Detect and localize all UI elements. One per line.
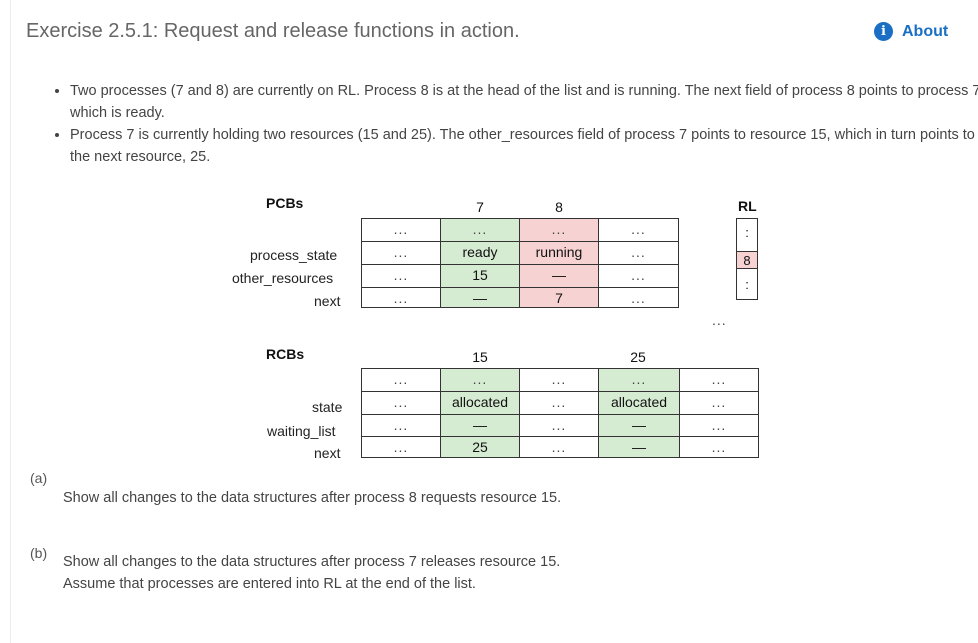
description-list: Two processes (7 and 8) are currently on…: [50, 80, 978, 168]
exercise-title: Exercise 2.5.1: Request and release func…: [26, 20, 520, 42]
rcb-label-next: next: [314, 445, 341, 461]
part-b-label: (b): [30, 545, 48, 561]
rl-trailing-ellipsis: ...: [712, 312, 727, 328]
description-item-processes: Two processes (7 and 8) are currently on…: [70, 80, 978, 124]
part-b-text-line2: Assume that processes are entered into R…: [63, 576, 476, 592]
pcb-column-8: 8: [555, 199, 563, 215]
rcb-cell-next-25: —: [598, 436, 680, 458]
pcb-cell-state-8: running: [519, 241, 599, 265]
rcb-column-25: 25: [630, 349, 646, 365]
pcb-cell: ...: [519, 218, 599, 242]
exercise-panel: [10, 0, 977, 643]
rcb-cell: ...: [598, 368, 680, 392]
description-item-resources: Process 7 is currently holding two resou…: [70, 124, 978, 168]
rcb-cell: ...: [519, 414, 599, 437]
rcb-cell: ...: [679, 436, 759, 458]
rl-item-8: 8: [737, 251, 757, 269]
info-icon: i: [874, 22, 893, 41]
pcb-cell: ...: [598, 287, 679, 308]
pcb-label-other-resources: other_resources: [232, 270, 334, 286]
pcb-cell: ...: [361, 264, 441, 288]
pcb-cell: ...: [598, 264, 679, 288]
rcb-cell: ...: [679, 368, 759, 392]
pcb-column-7: 7: [476, 199, 484, 215]
pcb-cell: ...: [361, 241, 441, 265]
pcb-cell-state-7: ready: [440, 241, 520, 265]
part-a-label: (a): [30, 470, 48, 486]
pcb-cell: ...: [598, 241, 679, 265]
rcb-column-15: 15: [472, 349, 488, 365]
rcb-heading: RCBs: [266, 346, 305, 362]
rl-item: :: [745, 225, 749, 240]
rcb-cell-state-15: allocated: [440, 391, 520, 415]
rcb-label-state: state: [312, 399, 343, 415]
rl-item: :: [745, 277, 749, 292]
rcb-cell-waiting-25: —: [598, 414, 680, 437]
rcb-cell-state-25: allocated: [598, 391, 680, 415]
pcb-cell-next-7: —: [440, 287, 520, 308]
rcb-cell: ...: [361, 368, 441, 392]
rcb-cell-waiting-15: —: [440, 414, 520, 437]
about-button[interactable]: i About: [874, 22, 948, 41]
pcb-cell: ...: [361, 218, 441, 242]
pcb-cell: ...: [361, 287, 441, 308]
rcb-cell: ...: [440, 368, 520, 392]
pcb-heading: PCBs: [266, 195, 304, 211]
rcb-cell-next-15: 25: [440, 436, 520, 458]
rcb-cell: ...: [519, 368, 599, 392]
rcb-label-waiting-list: waiting_list: [267, 423, 336, 439]
rcb-cell: ...: [679, 414, 759, 437]
about-label: About: [902, 22, 949, 40]
pcb-cell: ...: [440, 218, 520, 242]
pcb-cell-resources-7: 15: [440, 264, 520, 288]
rcb-cell: ...: [519, 391, 599, 415]
rl-heading: RL: [738, 198, 757, 214]
pcb-label-next: next: [314, 293, 341, 309]
rcb-cell: ...: [519, 436, 599, 458]
pcb-cell-next-8: 7: [519, 287, 599, 308]
rcb-cell: ...: [679, 391, 759, 415]
ready-list: : 8 :: [736, 218, 758, 300]
pcb-cell-resources-8: —: [519, 264, 599, 288]
pcb-cell: ...: [598, 218, 679, 242]
rcb-cell: ...: [361, 391, 441, 415]
pcb-label-process-state: process_state: [250, 247, 338, 263]
rcb-cell: ...: [361, 414, 441, 437]
rcb-cell: ...: [361, 436, 441, 458]
part-b-text-line1: Show all changes to the data structures …: [63, 554, 561, 570]
part-a-text: Show all changes to the data structures …: [63, 490, 562, 506]
